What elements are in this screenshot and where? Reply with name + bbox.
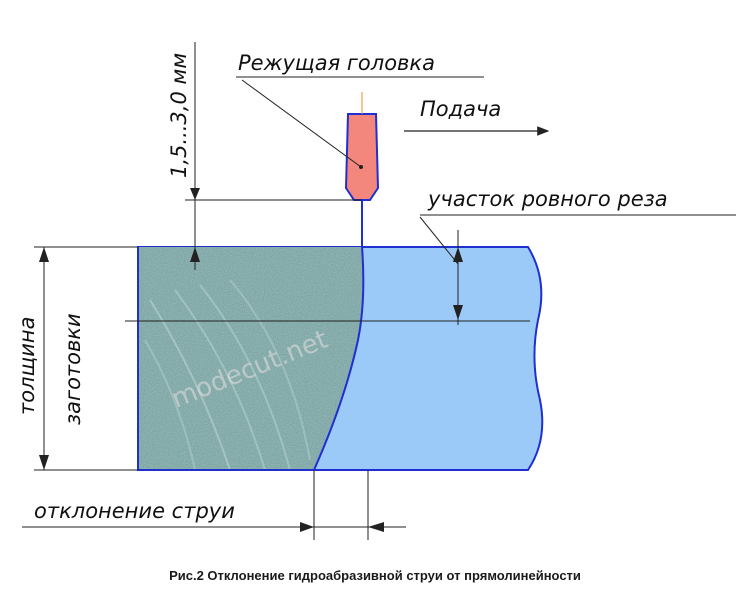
- standoff-dimension: [185, 42, 362, 270]
- even-cut-zone-label: участок ровного реза: [427, 187, 668, 211]
- thickness-label-line1: толщина: [15, 316, 39, 415]
- standoff-label: 1,5...3,0 мм: [167, 53, 191, 178]
- jet-kerf-line: [313, 200, 365, 471]
- thickness-dimension: [34, 246, 138, 471]
- even-cut-zone-dimension: [125, 214, 736, 325]
- jet-deviation-label: отклонение струи: [34, 499, 235, 523]
- cutting-head-icon: [344, 92, 380, 201]
- cutting-head-label: Режущая головка: [238, 51, 435, 75]
- jet-deviation-dimension: [22, 470, 406, 540]
- cut-surface: [138, 247, 364, 470]
- thickness-label-line2: заготовки: [61, 313, 85, 425]
- feed-label: Подача: [420, 97, 501, 121]
- cutting-head-leader: [236, 76, 484, 168]
- figure-caption: Рис.2 Отклонение гидроабразивной струи о…: [169, 568, 581, 583]
